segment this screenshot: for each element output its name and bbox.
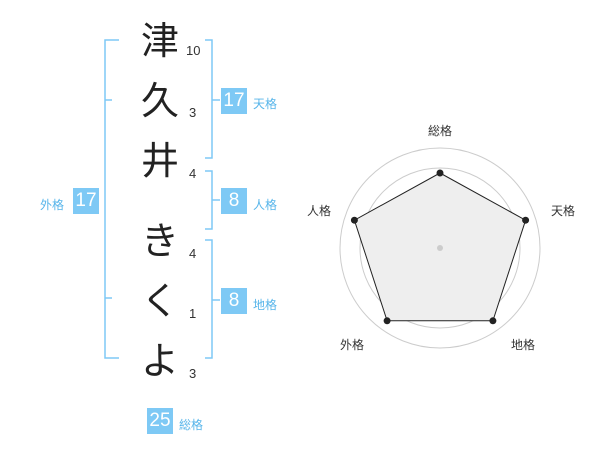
gaikaku-badge: 17 — [73, 188, 99, 214]
jinkaku-badge: 8 — [221, 188, 247, 214]
stroke-count-5: 1 — [189, 306, 197, 321]
name-char-5: く — [140, 279, 179, 323]
radar-point-1 — [436, 169, 444, 177]
tenkaku-badge: 17 — [221, 88, 247, 114]
radar-point-4 — [383, 317, 391, 325]
jinkaku-label: 人格 — [253, 198, 278, 212]
gaikaku-label: 外格 — [40, 198, 65, 212]
gaikaku-bracket — [104, 39, 119, 359]
radar-ring-1 — [339, 147, 541, 349]
stroke-count-2: 3 — [189, 105, 197, 120]
name-char-4: き — [140, 219, 179, 263]
radar-point-3 — [489, 317, 497, 325]
stroke-count-6: 3 — [189, 366, 197, 381]
chikaku-bracket — [205, 239, 213, 359]
name-char-1: 津 — [140, 19, 179, 63]
stroke-count-1: 10 — [186, 43, 201, 58]
radar-label-chikaku: 地格 — [511, 338, 536, 352]
radar-points — [350, 169, 530, 325]
radar-point-2 — [522, 216, 530, 224]
name-char-2: 久 — [140, 79, 179, 123]
name-char-6: よ — [140, 339, 179, 383]
name-char-3: 井 — [140, 139, 179, 183]
chikaku-badge: 8 — [221, 288, 247, 314]
stroke-count-3: 4 — [189, 166, 197, 181]
radar-label-gaikaku: 外格 — [340, 338, 365, 352]
tenkaku-bracket — [205, 39, 213, 159]
radar-label-jinkaku: 人格 — [307, 204, 332, 218]
radar-label-soukaku: 総格 — [428, 124, 453, 138]
soukaku-badge: 25 — [147, 408, 173, 434]
soukaku-label: 総格 — [179, 418, 204, 432]
radar-center-dot — [437, 245, 443, 251]
radar-ring-2 — [359, 167, 521, 329]
stroke-count-4: 4 — [189, 246, 197, 261]
tenkaku-label: 天格 — [253, 97, 278, 111]
chikaku-label: 地格 — [253, 298, 278, 312]
radar-point-5 — [350, 216, 358, 224]
radar-label-tenkaku: 天格 — [551, 204, 576, 218]
